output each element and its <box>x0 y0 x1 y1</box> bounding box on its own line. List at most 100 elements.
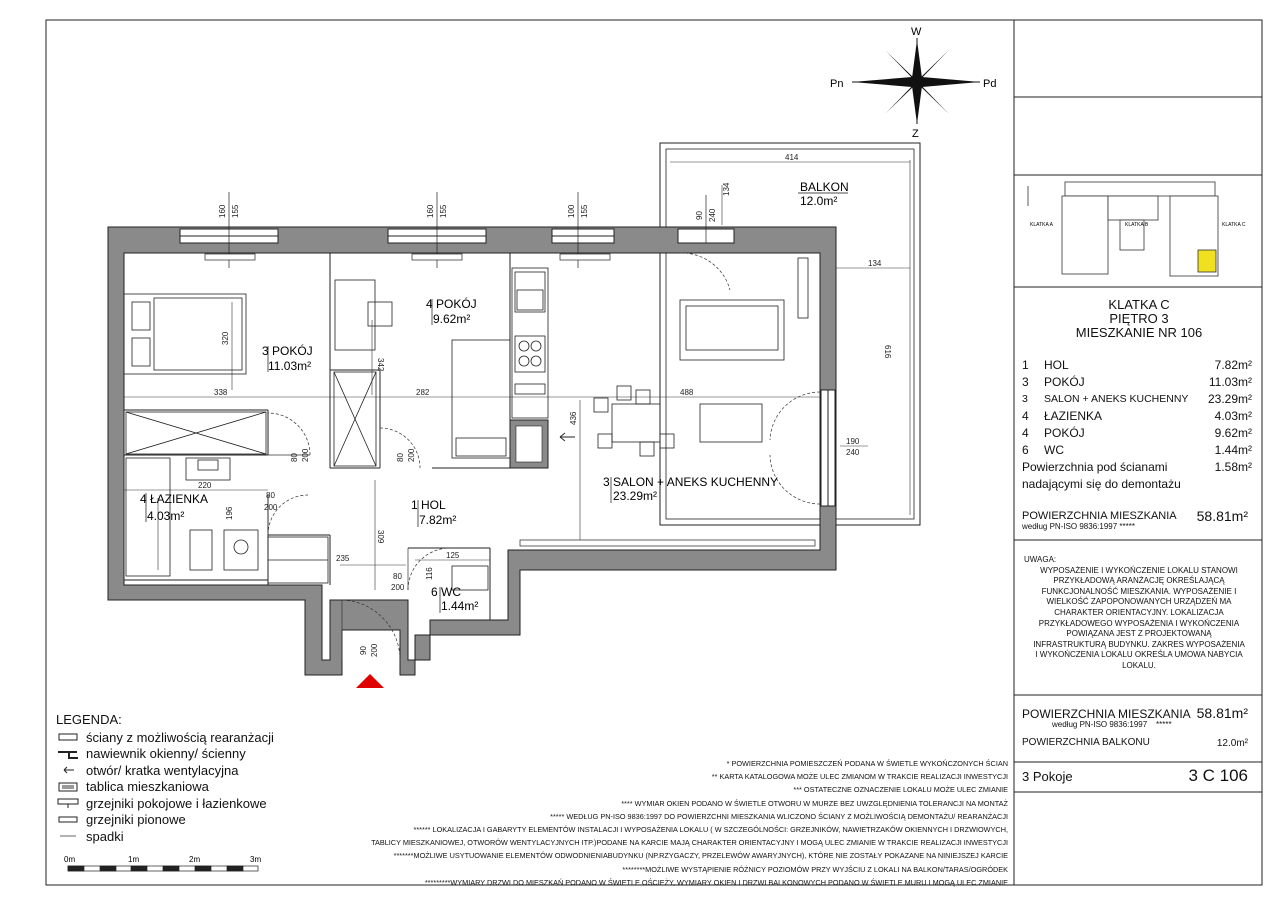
legend-item: spadki <box>56 828 274 845</box>
uwaga-line: WYPOSAŻENIE I WYKOŃCZENIE LOKALU STANOWI <box>1040 565 1238 575</box>
walls-note-2: nadającymi się do demontażu <box>1022 476 1252 493</box>
door-bal-w: 90 <box>695 211 704 220</box>
door4-h: 200 <box>391 583 405 592</box>
dim-320: 320 <box>221 331 230 345</box>
keyplan-klatka-a: KLATKA A <box>1030 222 1054 228</box>
sheet-frame <box>45 19 1263 886</box>
keyplan-klatka-c: KLATKA C <box>1222 222 1246 228</box>
walls-note-area: 1.58m² <box>1214 460 1252 474</box>
room-number: 4 <box>1022 426 1029 440</box>
room-wc-name: 6 WC <box>431 585 461 599</box>
door2-w: 80 <box>396 453 405 462</box>
compass-rose-icon <box>852 38 980 124</box>
dim-235: 235 <box>336 554 350 563</box>
legend-label: ściany z możliwością rearanżacji <box>86 729 274 745</box>
mieszkanie-label: MIESZKANIE NR 106 <box>1075 325 1203 340</box>
footnote: *********WYMIARY DRZWI DO MIESZKAŃ PODAN… <box>424 877 1008 887</box>
legend: LEGENDA: ściany z możliwością rearanżacj… <box>56 712 274 845</box>
uwaga-line: I WYKOŃCZENIA LOKALU OKREŚLA UMOWA NABYC… <box>1035 650 1243 660</box>
footnote: ** KARTA KATALOGOWA MOŻE ULEC ZMIANOM W … <box>711 772 1008 782</box>
win3-w: 100 <box>567 204 576 218</box>
radiator-4 <box>519 539 816 547</box>
bathroom-cabinet <box>267 536 329 584</box>
dim-125: 125 <box>446 551 460 560</box>
bed <box>123 293 247 375</box>
door5-w: 90 <box>359 646 368 655</box>
window-3 <box>551 228 615 244</box>
electric-panel-icon <box>56 781 80 793</box>
footnote: *******MOŻLIWE USYTUOWANIE ELEMENTÓW ODW… <box>393 851 1008 861</box>
walls-note: Powierzchnia pod ścianami 1.58m² <box>1022 459 1252 476</box>
balcony-label: BALKON <box>800 180 849 194</box>
dim-240: 240 <box>846 448 860 457</box>
door5-h: 200 <box>370 643 379 657</box>
apartment-header: KLATKA C PIĘTRO 3 MIESZKANIE NR 106 <box>1016 298 1262 340</box>
walls-note-label: Powierzchnia pod ścianami <box>1022 460 1168 474</box>
scale-bar <box>67 865 259 872</box>
footer-code: 3 C 106 <box>1188 766 1248 785</box>
door3-h: 200 <box>264 503 278 512</box>
exterior-walls <box>107 226 837 676</box>
legend-title: LEGENDA: <box>56 712 122 727</box>
room-salon-area: 23.29m² <box>613 489 657 503</box>
door-wc <box>407 547 451 591</box>
washing-machine <box>223 529 259 571</box>
klatka-label: KLATKA C <box>1108 297 1170 312</box>
footnote: ********MOŻLIWE WYSTĄPIENIE RÓŻNICY POZI… <box>622 864 1008 874</box>
room-pokoj3-name: 3 POKÓJ <box>262 343 313 358</box>
room-hol-name: 1 HOL <box>411 498 446 512</box>
room-area: 9.62m² <box>1214 426 1252 440</box>
legend-label: tablica mieszkaniowa <box>86 779 209 795</box>
room-area: 23.29m² <box>1207 392 1252 406</box>
footnote: **** WYMIAR OKIEN PODANO W ŚWIETLE OTWOR… <box>621 798 1008 808</box>
uwaga-note: UWAGA: WYPOSAŻENIE I WYKOŃCZENIE LOKALU … <box>1024 555 1254 672</box>
room-dim-lines <box>124 302 820 590</box>
compass-east: Pd <box>983 78 996 90</box>
footnote: * POWIERZCHNIA POMIESZCZEŃ PODANA W ŚWIE… <box>726 759 1008 768</box>
pow-mieszkania-value: 58.81m² <box>1196 508 1248 524</box>
vertical-radiator-icon <box>56 814 80 826</box>
summary-pb-label: POWIERZCHNIA BALKONU <box>1022 737 1150 748</box>
legend-item: nawiewnik okienny/ ścienny <box>56 746 274 763</box>
legend-label: otwór/ kratka wentylacyjna <box>86 762 239 778</box>
radiator-3 <box>559 253 611 261</box>
uwaga-line: CHARAKTER ORIENTACYJNY. LOKALIZACJA <box>1054 607 1224 617</box>
dim-338: 338 <box>214 388 228 397</box>
legend-label: grzejniki pokojowe i łazienkowe <box>86 795 267 811</box>
room-pokoj4-area: 9.62m² <box>433 312 470 326</box>
uwaga-line: INFRASTRUKTURĄ BUDYNKU. ZAKRES WYPOSAŻEN… <box>1033 639 1245 649</box>
sofa <box>679 299 785 361</box>
summary-pm-label: POWIERZCHNIA MIESZKANIA <box>1022 707 1191 721</box>
room-area: 1.44m² <box>1214 443 1252 457</box>
room-lazienka-area: 4.03m² <box>147 509 184 523</box>
walls-note-label-2: nadającymi się do demontażu <box>1022 477 1181 491</box>
footnote: ***** WEDŁUG PN-ISO 9836:1997 DO POWIERZ… <box>550 811 1008 821</box>
footnote: *** OSTATECZNE OZNACZENIE LOKALU MOŻE UL… <box>793 785 1008 795</box>
legend-item: otwór/ kratka wentylacyjna <box>56 762 274 779</box>
compass-north: W <box>911 26 922 38</box>
coffee-table <box>699 403 763 443</box>
balcony-area: 12.0m² <box>800 194 837 208</box>
dim-220: 220 <box>198 481 212 490</box>
door1-w: 80 <box>290 453 299 462</box>
dim-116: 116 <box>425 567 434 580</box>
room-name: WC <box>1044 443 1064 457</box>
scale-3m: 3m <box>250 855 261 864</box>
dim-196: 196 <box>225 506 234 520</box>
uwaga-line: POWIĄZANA JEST Z PROJEKTOWANĄ <box>1066 629 1212 639</box>
uwaga-line: LOKALU. <box>1122 660 1156 670</box>
door4-w: 80 <box>393 572 402 581</box>
door1-h: 200 <box>301 448 310 462</box>
scale-1m: 1m <box>128 855 139 864</box>
legend-item: ściany z możliwością rearanżacji <box>56 729 274 746</box>
legend-label: spadki <box>86 828 124 844</box>
radiator-1 <box>204 253 256 261</box>
scale-0m: 0m <box>64 855 75 864</box>
summary-pm-stars: ***** <box>1156 720 1172 729</box>
dim-134-a: 134 <box>722 182 731 196</box>
legend-label: nawiewnik okienny/ ścienny <box>86 746 246 762</box>
